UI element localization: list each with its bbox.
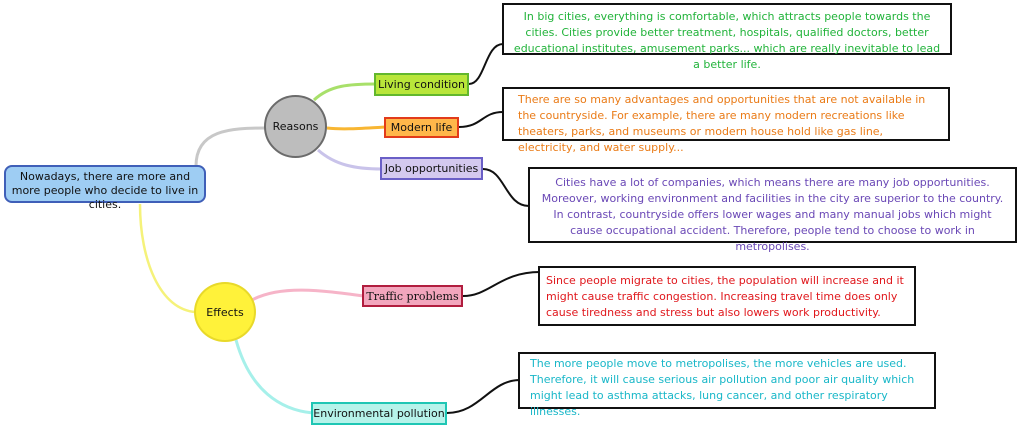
link-root-reasons (194, 126, 267, 167)
living-condition-node[interactable]: Living condition (374, 73, 469, 96)
link-job-note (482, 168, 530, 207)
modern-life-node[interactable]: Modern life (384, 117, 459, 138)
link-effects-env (234, 339, 314, 415)
link-living-note (468, 43, 504, 85)
link-modern-note (458, 111, 504, 128)
effects-node[interactable]: Effects (194, 282, 256, 342)
living-condition-note: In big cities, everything is comfortable… (502, 3, 952, 71)
reasons-node[interactable]: Reasons (264, 95, 327, 158)
traffic-problems-note: Since people migrate to cities, the popu… (538, 266, 916, 326)
environmental-pollution-note: The more people move to metropolises, th… (518, 352, 936, 418)
traffic-problems-node[interactable]: Traffic problems (362, 285, 463, 307)
link-reasons-job (317, 148, 383, 171)
link-env-note (446, 379, 521, 414)
link-reasons-living (312, 82, 377, 102)
root-topic[interactable]: Nowadays, there are more and more people… (4, 165, 206, 211)
link-root-effects (138, 203, 197, 314)
link-traffic-note (462, 271, 541, 297)
job-opportunities-node[interactable]: Job opportunities (380, 157, 483, 180)
environmental-pollution-node[interactable]: Environmental pollution (311, 402, 447, 425)
link-reasons-modern (326, 125, 387, 131)
modern-life-note: There are so many advantages and opportu… (502, 87, 950, 154)
job-opportunities-note: Cities have a lot of companies, which me… (528, 167, 1017, 253)
link-effects-traffic (251, 288, 365, 302)
